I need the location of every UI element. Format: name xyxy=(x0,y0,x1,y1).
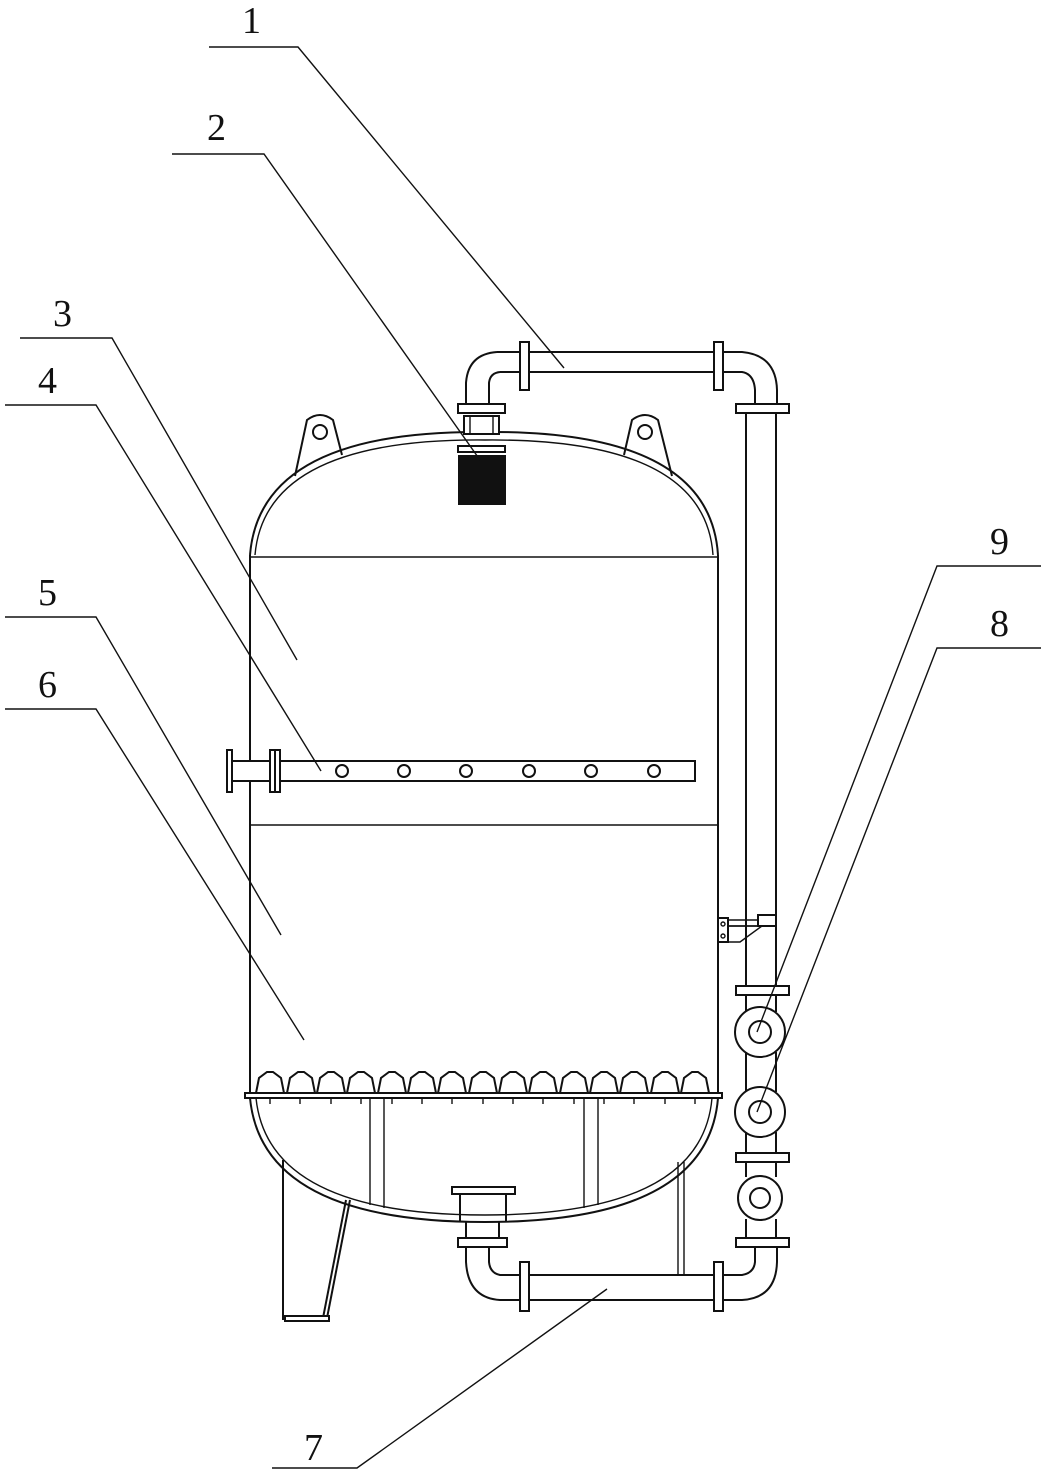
tank-vessel xyxy=(244,430,723,1224)
lifting-lug-left xyxy=(294,414,343,477)
internal-distributor-pipe xyxy=(226,749,696,793)
lifting-lug-right xyxy=(623,414,673,477)
label-7: 7 xyxy=(304,1427,323,1469)
label-5: 5 xyxy=(38,572,57,614)
top-inlet-distributor xyxy=(457,415,506,505)
label-1: 1 xyxy=(242,0,261,42)
label-4: 4 xyxy=(38,360,57,402)
bottom-pipe xyxy=(451,1162,778,1312)
support-leg xyxy=(282,1160,351,1322)
valve-9 xyxy=(734,995,786,1058)
filter-nozzles xyxy=(254,1071,711,1208)
right-vertical-pipe xyxy=(717,413,790,996)
label-8: 8 xyxy=(990,603,1009,645)
label-3: 3 xyxy=(53,293,72,335)
leader-lines xyxy=(5,46,1041,1469)
top-pipe xyxy=(457,341,790,414)
label-6: 6 xyxy=(38,664,57,706)
lower-right-valve xyxy=(735,1132,790,1248)
valve-8 xyxy=(734,1052,786,1138)
label-9: 9 xyxy=(990,521,1009,563)
label-2: 2 xyxy=(207,107,226,149)
